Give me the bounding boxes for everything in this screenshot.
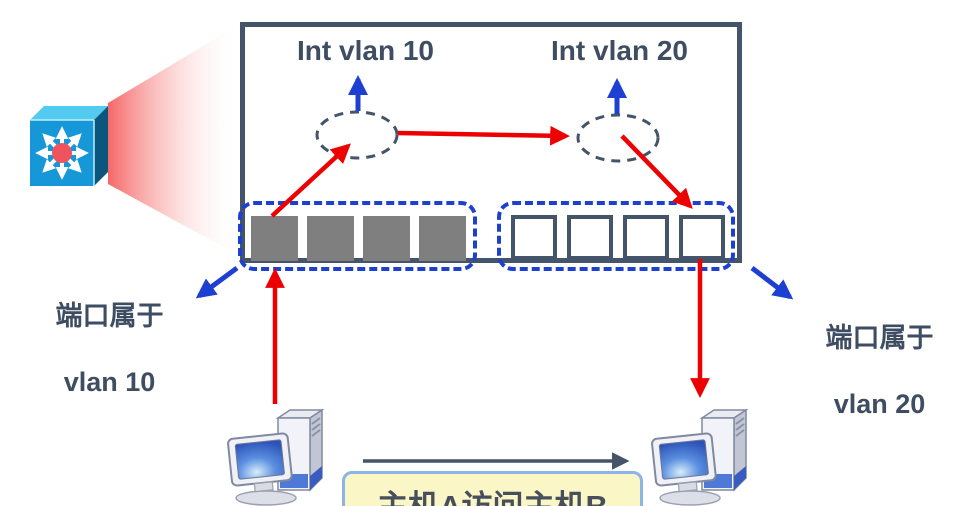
vlan10-ports-row (251, 216, 466, 261)
vlan20-ports-row (511, 215, 725, 260)
switch-port-vlan20 (567, 215, 613, 260)
switch-port-vlan20 (679, 215, 725, 260)
vlan20-caption-arrow (750, 266, 794, 300)
vlan10-ports-label-line1: 端口属于 (55, 301, 164, 331)
switch-port-vlan20 (623, 215, 669, 260)
caption-text: 主机A访问主机B (377, 489, 608, 506)
caption-box: 主机A访问主机B (342, 471, 643, 506)
host-a-icon (227, 408, 325, 506)
int-vlan10-label: Int vlan 10 (297, 35, 434, 66)
switch-top-face (30, 106, 108, 120)
vlan20-ports-label-line2: vlan 20 (833, 389, 926, 419)
switch-hub-dot (52, 143, 72, 163)
vlan10-caption-arrow (195, 265, 239, 299)
vlan10-ports-label-line2: vlan 10 (63, 367, 156, 397)
int-vlan20-label: Int vlan 20 (551, 35, 688, 66)
vlan20-ports-label: 端口属于 vlan 20 (792, 322, 958, 421)
switch-port-vlan10 (307, 216, 354, 261)
layer3-switch-icon (30, 106, 108, 186)
vlan20-ports-label-line1: 端口属于 (825, 323, 934, 353)
host-b-icon (651, 408, 749, 506)
vlan10-ports-label: 端口属于 vlan 10 (22, 300, 197, 399)
switch-port-vlan10 (419, 216, 466, 261)
zoom-beam (108, 24, 240, 256)
switch-port-vlan10 (251, 216, 298, 261)
switch-port-vlan10 (363, 216, 410, 261)
switch-port-vlan20 (511, 215, 557, 260)
switch-side-face (94, 106, 108, 186)
vlan20-port-group (497, 201, 735, 271)
vlan10-port-group (238, 201, 477, 271)
